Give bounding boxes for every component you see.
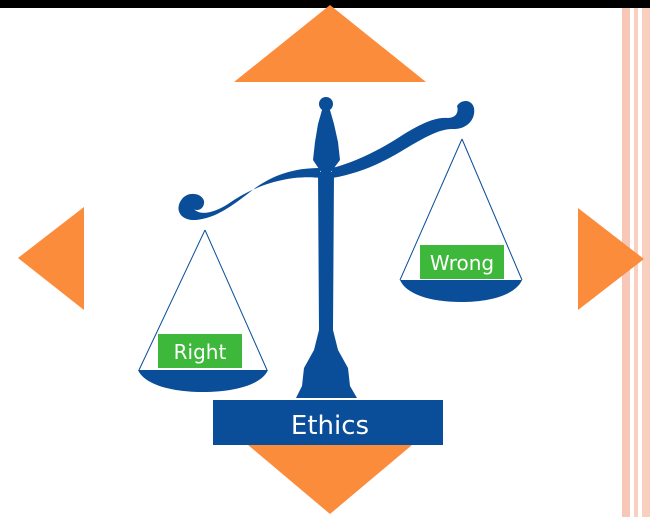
top-border xyxy=(0,0,650,8)
arrow-right-icon xyxy=(578,208,644,310)
arrow-up-icon xyxy=(234,5,426,82)
right-pan-strings xyxy=(399,138,523,281)
arrow-down-icon xyxy=(248,445,412,514)
right-label: Right xyxy=(174,340,227,364)
right-label-box xyxy=(158,334,242,368)
wrong-label-box xyxy=(420,245,504,279)
right-pan xyxy=(400,280,522,302)
left-pan xyxy=(138,370,268,392)
side-stripe-inner xyxy=(638,8,642,517)
wrong-label: Wrong xyxy=(430,251,494,275)
left-pan-strings xyxy=(138,229,268,371)
balance-scale-icon xyxy=(178,97,475,445)
ethics-label: Ethics xyxy=(291,411,369,441)
arrow-left-icon xyxy=(18,207,84,310)
